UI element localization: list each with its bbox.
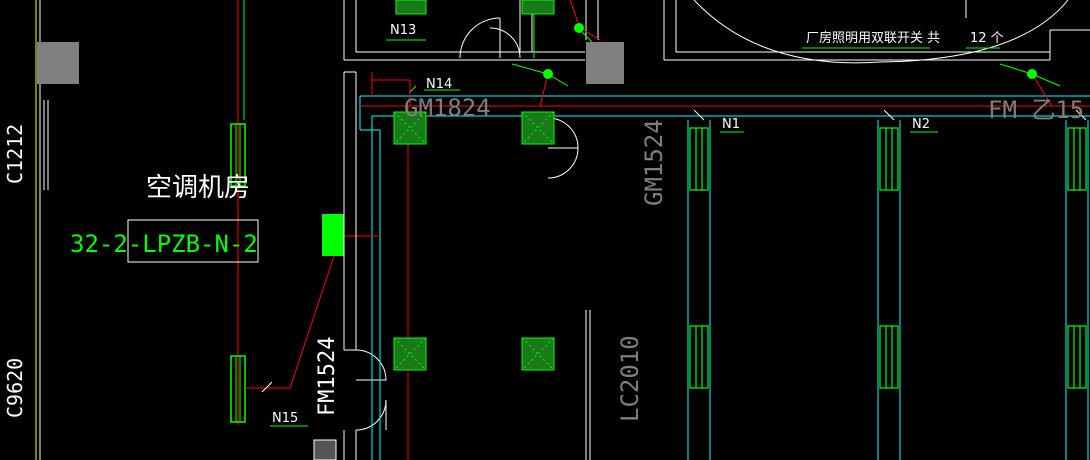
structural-column bbox=[37, 42, 79, 84]
ceiling-lamp bbox=[521, 111, 555, 145]
panel-label: 32-2-LPZB-N-2 bbox=[70, 230, 258, 258]
circuit-label-n15: N15 bbox=[272, 411, 298, 426]
hatched-block bbox=[313, 439, 337, 460]
distribution-panel bbox=[322, 214, 344, 256]
fluorescent-fixture bbox=[230, 123, 246, 187]
circuit-n15-wire bbox=[246, 255, 335, 427]
circuit-label-n1: N1 bbox=[722, 117, 740, 132]
ceiling-lamp bbox=[521, 337, 555, 371]
window-label-c1212: C1212 bbox=[3, 124, 27, 184]
structural-column bbox=[586, 42, 624, 84]
circuit-leaders bbox=[388, 39, 1000, 133]
fluorescent-fixture bbox=[230, 355, 246, 423]
circuit-ticks bbox=[693, 109, 1087, 121]
ac-room-wiring bbox=[237, 0, 245, 425]
ceiling-lamp bbox=[395, 0, 427, 15]
fluorescent-strip bbox=[1067, 127, 1087, 389]
switch-symbol bbox=[1027, 69, 1037, 79]
structure-lines bbox=[359, 95, 1090, 460]
door-label-fm: FM 乙15 bbox=[988, 96, 1084, 124]
fluorescent-strip bbox=[879, 127, 899, 389]
door-label-fm1524: FM1524 bbox=[315, 337, 340, 416]
door-swings bbox=[355, 17, 579, 431]
window-label-c9620: C9620 bbox=[3, 358, 27, 418]
door-label-gm1824: GM1824 bbox=[404, 94, 491, 122]
circuit-label-n2: N2 bbox=[912, 117, 930, 132]
door-label-gm1524: GM1524 bbox=[640, 119, 668, 206]
switch-symbol bbox=[574, 23, 584, 33]
room-label: 空调机房 bbox=[146, 173, 250, 203]
tank-outline bbox=[693, 0, 1069, 64]
left-outer-wall bbox=[35, 0, 79, 460]
circuit-label-n13: N13 bbox=[390, 23, 416, 38]
panel-label-box bbox=[127, 219, 259, 263]
ceiling-lamp bbox=[393, 111, 427, 145]
note-count: 12 个 bbox=[970, 31, 1004, 46]
circuit-label-n14: N14 bbox=[426, 77, 452, 92]
note-label: 厂房照明用双联开关 共 bbox=[806, 30, 940, 46]
ceiling-lamp bbox=[393, 337, 427, 371]
partition-walls bbox=[343, 0, 1090, 460]
fluorescent-strip bbox=[689, 127, 709, 389]
switch-symbol bbox=[543, 69, 553, 79]
window-label-lc2010: LC2010 bbox=[616, 335, 644, 422]
ceiling-lamp bbox=[521, 0, 555, 15]
